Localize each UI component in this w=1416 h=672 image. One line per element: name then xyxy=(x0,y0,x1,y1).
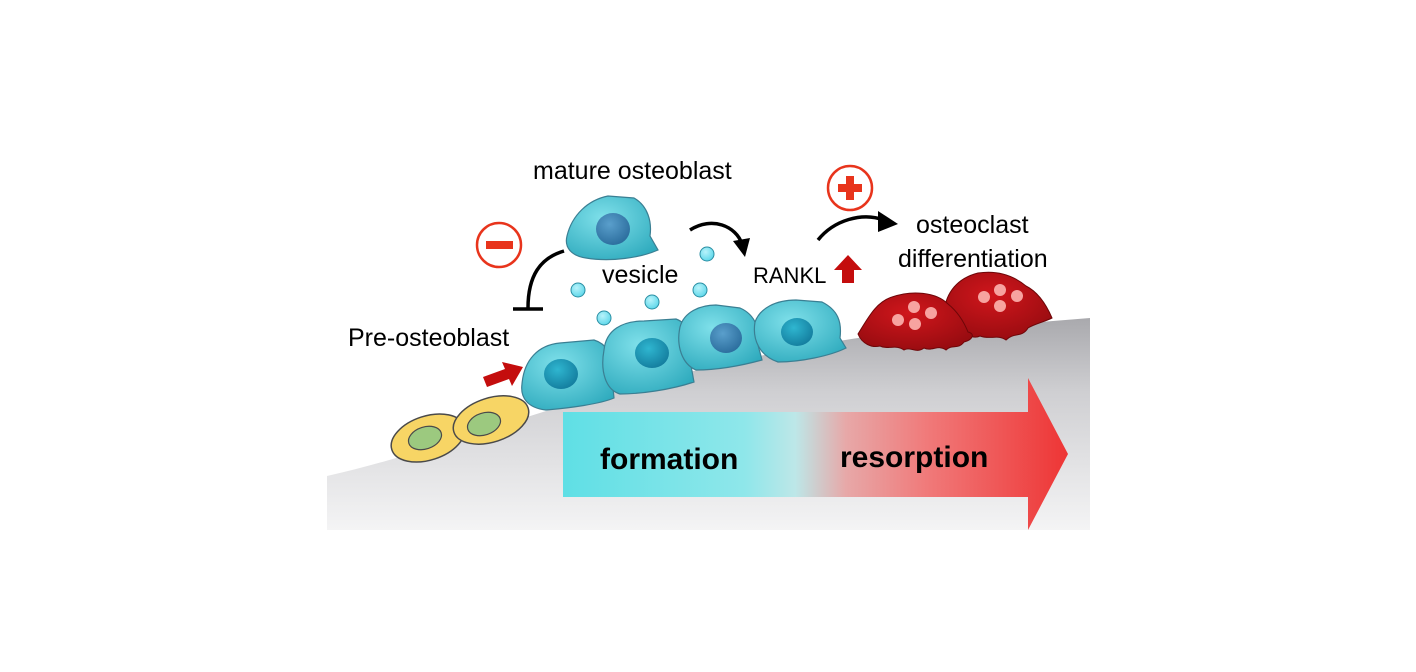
mature-osteoblast-nucleus xyxy=(596,213,630,245)
mature-osteoblast-label: mature osteoblast xyxy=(533,157,732,185)
formation-label: formation xyxy=(600,443,738,476)
osteoclast-promotion-arrow xyxy=(816,211,898,242)
vesicle xyxy=(644,294,660,310)
osteoclast-nucleus xyxy=(994,284,1006,296)
vesicle xyxy=(692,282,708,298)
inhibition-connector xyxy=(526,249,565,309)
vesicle xyxy=(699,246,715,262)
rankl-up-arrow-icon xyxy=(834,255,862,283)
pre-osteoblast-nucleus xyxy=(407,425,443,451)
osteoclast-nucleus xyxy=(978,291,990,303)
vesicles xyxy=(570,246,715,326)
osteoclast-label-line1: osteoclast xyxy=(916,211,1029,239)
pre-osteoblast-label: Pre-osteoblast xyxy=(348,324,509,352)
remodeling-arrow xyxy=(563,378,1068,530)
osteoclast-nucleus xyxy=(1011,290,1023,302)
osteoblast-nucleus xyxy=(781,318,813,346)
vesicle xyxy=(570,282,586,298)
differentiation-arrow xyxy=(483,362,523,387)
osteoclast-cells xyxy=(857,271,1053,351)
osteoclast-nucleus xyxy=(994,300,1006,312)
osteoclast-nucleus xyxy=(909,318,921,330)
vesicle xyxy=(596,310,612,326)
minus-sign-icon xyxy=(475,221,523,269)
osteoclast-nucleus xyxy=(925,307,937,319)
osteoblast-nucleus xyxy=(635,338,669,368)
rankl-label: RANKL xyxy=(753,263,826,288)
osteoblast-layer xyxy=(521,299,847,411)
plus-sign-icon xyxy=(826,164,874,212)
pre-osteoblast-cells xyxy=(390,395,530,463)
pre-osteoblast-nucleus xyxy=(466,411,502,437)
osteoclast-nucleus xyxy=(892,314,904,326)
osteoblast-nucleus xyxy=(544,359,578,389)
vesicle-label: vesicle xyxy=(602,261,678,289)
osteoblast-nucleus xyxy=(710,323,742,353)
resorption-label: resorption xyxy=(840,441,988,474)
osteoclast-label-line2: differentiation xyxy=(898,245,1048,273)
osteoclast-nucleus xyxy=(908,301,920,313)
rankl-induction-arrow xyxy=(689,221,750,257)
